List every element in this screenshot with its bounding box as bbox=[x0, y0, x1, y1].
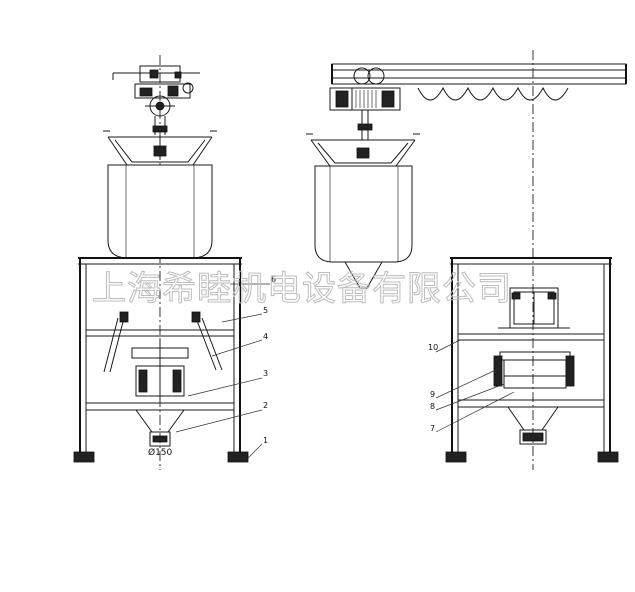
callout-10: 10 bbox=[428, 343, 438, 352]
left-frame bbox=[73, 257, 249, 463]
callout-6: 6 bbox=[271, 275, 276, 284]
callout-2: 2 bbox=[263, 401, 268, 410]
callout-1: 1 bbox=[263, 436, 268, 445]
callout-3: 3 bbox=[263, 369, 268, 378]
callout-9: 9 bbox=[430, 390, 435, 399]
callout-8: 8 bbox=[430, 402, 435, 411]
left-view: 6 5 4 3 2 1 Ø150 bbox=[73, 55, 276, 470]
festoon-cable bbox=[417, 86, 569, 101]
callout-7: 7 bbox=[430, 424, 435, 433]
right-callouts: 10 9 8 7 bbox=[428, 339, 515, 433]
overhead-beam bbox=[331, 63, 627, 85]
left-bag bbox=[103, 130, 217, 259]
company-watermark: 上海希睦机电设备有限公司 bbox=[92, 269, 512, 309]
callout-5: 5 bbox=[263, 306, 268, 315]
callout-4: 4 bbox=[263, 332, 268, 341]
right-frame bbox=[445, 257, 619, 463]
dimension-label: Ø150 bbox=[148, 447, 173, 458]
left-callouts: 6 5 4 3 2 1 Ø150 bbox=[148, 275, 276, 459]
left-hoist bbox=[112, 65, 200, 135]
electric-hoist bbox=[329, 67, 401, 140]
right-bag bbox=[306, 133, 420, 289]
right-view: 10 9 8 7 bbox=[306, 50, 627, 470]
